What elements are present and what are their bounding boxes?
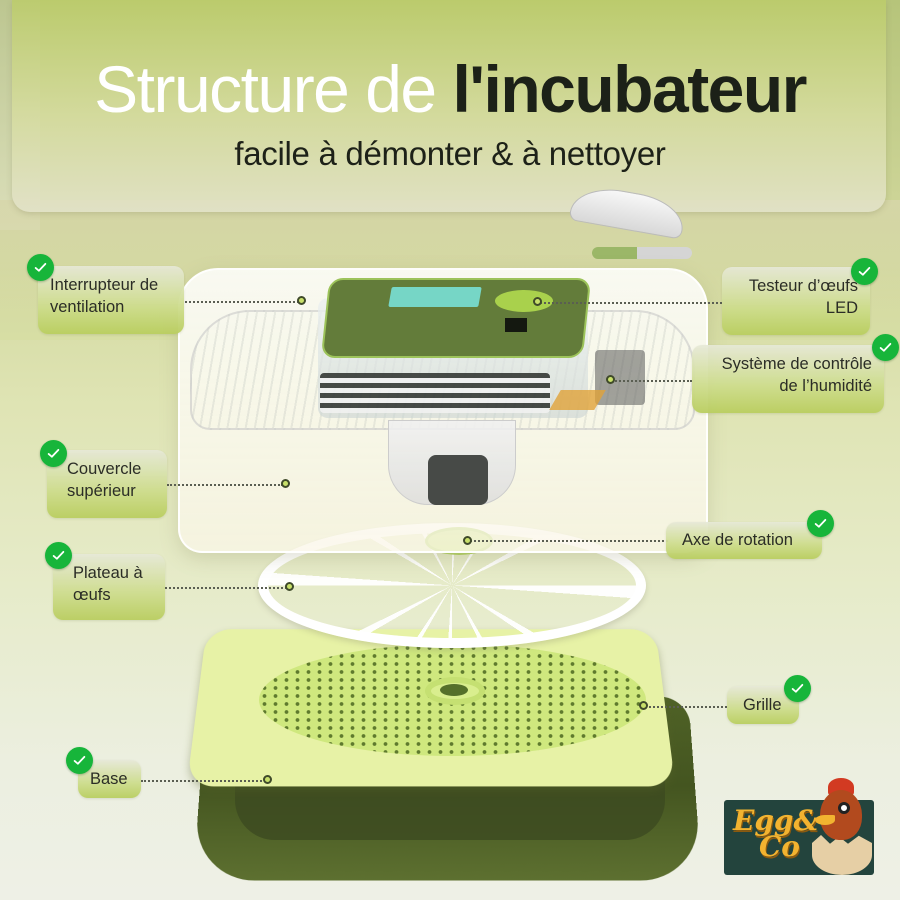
callout-led-tester-line2: LED <box>825 299 858 317</box>
anchor-base <box>263 775 272 784</box>
check-circle-icon <box>40 440 67 467</box>
eggshell-icon <box>812 835 872 875</box>
callout-egg-tray-line1: Plateau à <box>73 564 143 582</box>
chicken-eye-icon <box>838 802 850 814</box>
callout-humidity: Système de contrôle de l’humidité <box>692 345 884 413</box>
anchor-egg-tray <box>285 582 294 591</box>
callout-led-tester: Testeur d’œufs LED <box>722 267 870 335</box>
callout-ventilation-line2: ventilation <box>50 298 125 316</box>
check-circle-icon <box>27 254 54 281</box>
leader-rotation-axis <box>470 540 668 542</box>
led-tester-probe <box>592 247 692 259</box>
page-subtitle: facile à démonter & à nettoyer <box>234 135 666 172</box>
callout-humidity-line2: de l’humidité <box>779 377 872 395</box>
led-ring <box>495 290 553 312</box>
callout-rotation-axis: Axe de rotation <box>666 522 822 559</box>
page-title: Structure de l'incubateur <box>0 50 900 128</box>
fan-motor <box>428 455 488 505</box>
chicken-beak-icon <box>815 815 835 825</box>
callout-cover: Couvercle supérieur <box>47 450 167 518</box>
callout-ventilation-line1: Interrupteur de <box>50 276 159 294</box>
check-circle-icon <box>784 675 811 702</box>
grid-hub-hole <box>440 684 468 696</box>
brand-logo-line1: Egg& <box>733 804 819 837</box>
anchor-humidity <box>606 375 615 384</box>
leader-led-tester <box>540 302 722 304</box>
callout-cover-line2: supérieur <box>67 482 136 500</box>
callout-rotation-axis-line1: Axe de rotation <box>682 531 793 549</box>
leader-grid <box>645 706 727 708</box>
power-socket <box>505 318 527 332</box>
leader-egg-tray <box>165 587 287 589</box>
humidity-module <box>595 350 645 405</box>
callout-humidity-line1: Système de contrôle <box>721 355 872 373</box>
check-circle-icon <box>66 747 93 774</box>
check-circle-icon <box>872 334 899 361</box>
lcd-display <box>388 287 482 307</box>
check-circle-icon <box>851 258 878 285</box>
brand-logo-text: Egg& Co <box>733 807 833 863</box>
vent-slats <box>320 373 550 413</box>
header-panel <box>12 0 886 212</box>
title-bold: l'incubateur <box>452 52 807 126</box>
callout-led-tester-line1: Testeur d’œufs <box>748 277 858 295</box>
leader-humidity <box>612 380 692 382</box>
callout-base-line1: Base <box>90 770 128 788</box>
callout-egg-tray: Plateau à œufs <box>53 554 165 620</box>
anchor-grid <box>639 701 648 710</box>
callout-egg-tray-line2: œufs <box>73 586 111 604</box>
leader-ventilation <box>185 301 299 303</box>
title-light: Structure de <box>94 52 453 126</box>
anchor-ventilation <box>297 296 306 305</box>
leader-cover <box>167 484 283 486</box>
anchor-cover <box>281 479 290 488</box>
callout-grid-line1: Grille <box>743 696 782 714</box>
check-circle-icon <box>45 542 72 569</box>
check-circle-icon <box>807 510 834 537</box>
grid-hub <box>425 677 485 705</box>
callout-ventilation: Interrupteur de ventilation <box>38 266 184 334</box>
callout-cover-line1: Couvercle <box>67 460 142 478</box>
brand-logo-line2: Co <box>759 830 800 863</box>
anchor-led-tester <box>533 297 542 306</box>
anchor-rotation-axis <box>463 536 472 545</box>
leader-base <box>141 780 266 782</box>
